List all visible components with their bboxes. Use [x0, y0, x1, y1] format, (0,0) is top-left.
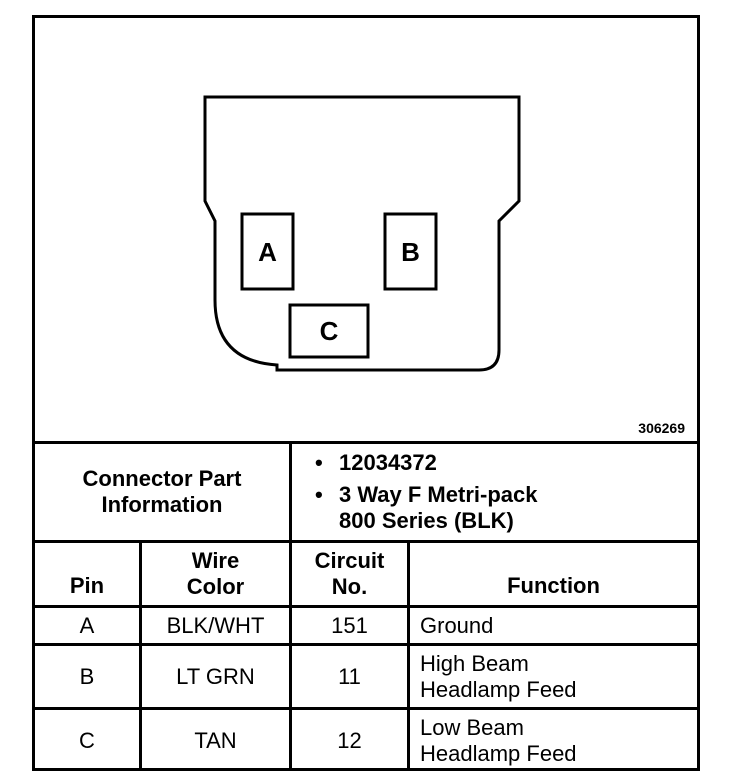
connector-info-item: • 12034372 [315, 450, 537, 476]
header-wire-color: Wire Color [186, 548, 245, 599]
bullet-icon: • [315, 482, 323, 507]
row-a-circuit: 151 [331, 612, 368, 638]
divider-row-a-row-b [35, 643, 697, 646]
pin-a-label: A [258, 237, 277, 267]
divider-row-b-row-c [35, 707, 697, 710]
row-c-circuit: 12 [337, 727, 362, 753]
row-b-function: High Beam Headlamp Feed [420, 650, 577, 702]
row-c-pin: C [79, 727, 95, 753]
divider-info-vertical [289, 441, 292, 541]
pin-c-cavity [288, 303, 370, 359]
pin-c-label: C [319, 316, 339, 346]
pin-b-label: B [401, 237, 420, 267]
connector-face-diagram: A B C 306269 [35, 18, 697, 442]
connector-type: 3 Way F Metri-pack 800 Series (BLK) [339, 482, 538, 533]
connector-info-heading: Connector Part Information [82, 466, 242, 517]
connector-info-list: • 12034372 • 3 Way F Metri-pack 800 Seri… [315, 450, 537, 540]
divider-col-wire [289, 540, 292, 771]
connector-info-item: • 3 Way F Metri-pack 800 Series (BLK) [315, 482, 537, 534]
header-circuit-no: Circuit No. [314, 548, 385, 599]
header-pin: Pin [69, 573, 105, 598]
row-c-function: Low Beam Headlamp Feed [420, 714, 577, 766]
row-a-pin: A [79, 612, 95, 638]
header-function: Function [507, 573, 600, 598]
pin-b-cavity [383, 212, 438, 291]
pin-a-cavity [240, 212, 295, 291]
connector-diagram-frame: A B C 306269 Connector Part Information … [32, 15, 700, 771]
divider-col-pin [139, 540, 142, 771]
bullet-icon: • [315, 450, 323, 475]
divider-info-table [35, 540, 697, 543]
row-c-wire-color: TAN [194, 727, 237, 753]
row-b-circuit: 11 [338, 663, 361, 689]
row-a-function: Ground [420, 612, 494, 638]
row-b-wire-color: LT GRN [176, 663, 255, 689]
connector-body-outline [203, 95, 521, 372]
divider-header-row-a [35, 605, 697, 608]
row-a-wire-color: BLK/WHT [166, 612, 265, 638]
figure-number: 306269 [638, 420, 685, 436]
row-b-pin: B [79, 663, 95, 689]
part-number: 12034372 [339, 450, 437, 475]
connector-outline-drawing [203, 95, 521, 372]
divider-col-circuit [407, 540, 410, 771]
divider-diagram-info [35, 441, 697, 444]
